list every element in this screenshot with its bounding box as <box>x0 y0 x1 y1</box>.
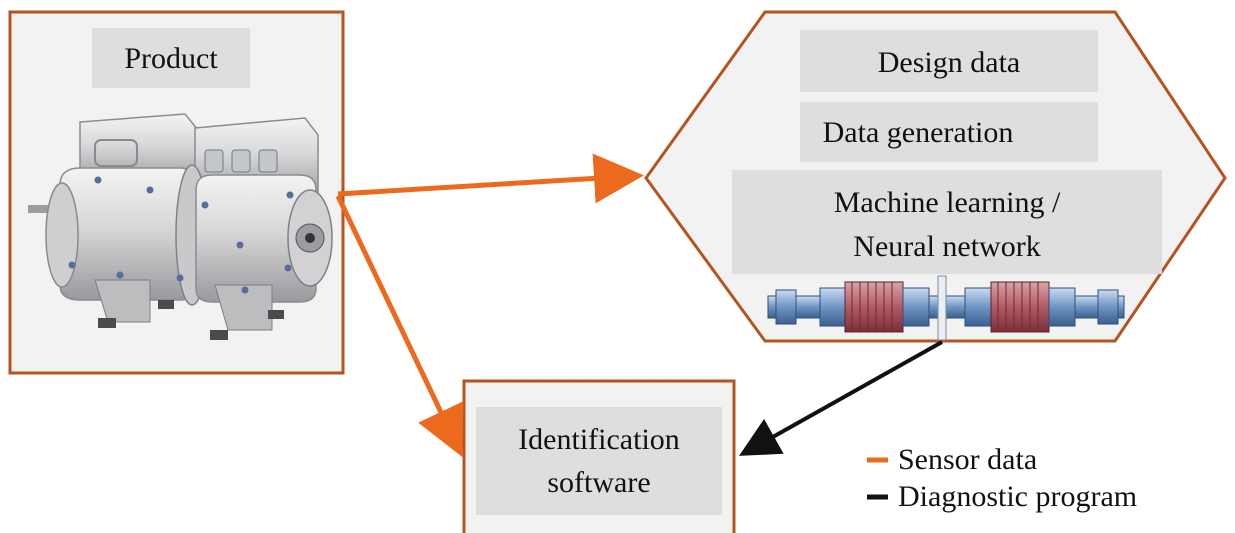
legend-diagnostic-label: Diagnostic program <box>898 480 1137 513</box>
motor-pad-4 <box>268 310 284 319</box>
diagnostic-arrow <box>739 340 943 456</box>
data-generation-bg <box>800 102 1098 162</box>
sensor-arrow-to-model <box>337 153 644 204</box>
terminal-box-window <box>94 139 138 167</box>
connector-2 <box>231 149 251 173</box>
connector-3 <box>258 149 278 173</box>
rotor-collar-3 <box>964 287 992 327</box>
model-hexagon: Design data Data generation Machine lear… <box>644 10 1227 343</box>
legend: Sensor data Diagnostic program <box>867 443 1137 513</box>
rotor-collar-2 <box>902 287 930 327</box>
data-generation-label: Data generation <box>823 116 1014 149</box>
motor-foot-right <box>214 284 273 331</box>
motor-endcap-left <box>45 182 79 288</box>
motor-pad-3 <box>210 330 228 340</box>
rotor-core-left-lines <box>851 282 893 332</box>
connector-1 <box>204 149 224 173</box>
rotor-bearing-left <box>775 289 797 325</box>
motor-hub-center <box>305 233 315 243</box>
product-box: Product <box>8 10 345 375</box>
rotor-collar-1 <box>819 287 847 327</box>
machine-learning-bg <box>732 170 1162 274</box>
machine-learning-line1: Machine learning / <box>834 186 1061 219</box>
design-data-bg <box>800 30 1098 92</box>
motor-foot-left <box>94 279 151 323</box>
product-title: Product <box>124 42 218 75</box>
rotor-illustration <box>767 275 1125 341</box>
identification-label-bg <box>476 407 722 515</box>
motor-pad-1 <box>98 318 116 328</box>
rotor-core-right-lines <box>997 282 1039 332</box>
rotor-bearing-right <box>1097 289 1119 325</box>
motor-shaft <box>28 205 66 213</box>
design-data-label: Design data <box>878 46 1020 79</box>
identification-line2: software <box>547 466 650 499</box>
product-title-bg <box>92 28 250 88</box>
machine-learning-line2: Neural network <box>853 230 1040 263</box>
motor-pad-2 <box>158 300 174 309</box>
rotor-core-left <box>844 281 904 333</box>
identification-box: Identification software <box>462 379 736 533</box>
sensor-arrow-to-identification <box>335 194 464 458</box>
motor-illustration <box>28 113 333 340</box>
rotor-collar-4 <box>1048 287 1076 327</box>
rotor-center-disk <box>937 275 947 341</box>
motor-bolts <box>68 176 294 294</box>
legend-sensor-label: Sensor data <box>898 443 1037 476</box>
identification-line1: Identification <box>518 423 680 456</box>
rotor-core-right <box>990 281 1050 333</box>
